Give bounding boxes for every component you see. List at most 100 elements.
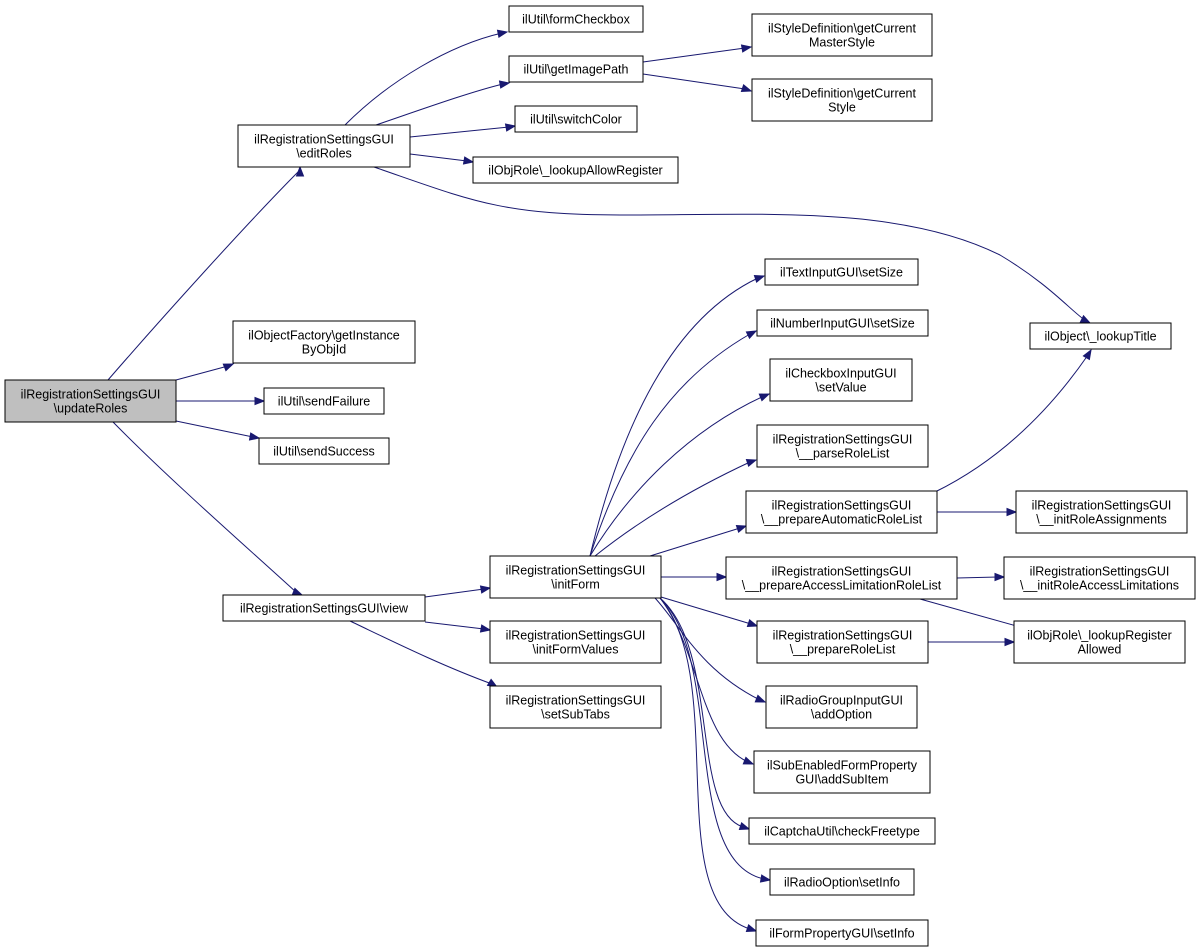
node-box (232, 320, 416, 364)
arrowhead (222, 363, 235, 372)
node-initForm[interactable]: ilRegistrationSettingsGUI\initForm (489, 555, 662, 599)
arrowhead (1079, 314, 1092, 324)
arrowhead (738, 821, 751, 831)
node-editRoles[interactable]: ilRegistrationSettingsGUI\editRoles (237, 124, 411, 168)
node-updateRoles[interactable]: ilRegistrationSettingsGUI\updateRoles (4, 379, 177, 423)
edge-initForm-parseRoleList (594, 458, 758, 557)
node-label: ilRadioGroupInputGUI (780, 694, 903, 708)
edge-prepareAutomaticRoleList-lookupTitle (934, 348, 1092, 493)
edge-line (659, 597, 744, 828)
arrowhead (740, 44, 753, 53)
edge-line (659, 597, 751, 930)
node-label: Allowed (1078, 643, 1122, 657)
edge-line (659, 597, 749, 763)
arrowhead (740, 83, 753, 93)
edge-line (654, 597, 761, 701)
node-label: GUI\addSubItem (795, 773, 888, 787)
node-label: \__parseRoleList (796, 447, 890, 461)
arrowhead (745, 923, 758, 933)
node-label: ilObjRole\_lookupAllowRegister (488, 164, 662, 178)
node-formCheckbox[interactable]: ilUtil\formCheckbox (508, 5, 644, 33)
node-switchColor[interactable]: ilUtil\switchColor (514, 105, 638, 133)
node-label: ilCheckboxInputGUI (785, 367, 896, 381)
node-box (751, 13, 933, 57)
edge-editRoles-lookupTitle (373, 166, 1092, 324)
edge-line (344, 32, 503, 126)
node-textSetSize[interactable]: ilTextInputGUI\setSize (764, 258, 919, 286)
node-label: ilUtil\formCheckbox (522, 13, 630, 27)
edge-initForm-radioAddOption (654, 597, 767, 703)
edge-line (649, 527, 741, 557)
arrowhead (758, 393, 771, 402)
edge-line (642, 47, 746, 63)
edge-updateRoles-getInstanceByObjId (175, 363, 235, 381)
node-label: \initForm (551, 578, 600, 592)
node-view[interactable]: ilRegistrationSettingsGUI\view (222, 594, 426, 622)
node-label: ilRegistrationSettingsGUI (506, 564, 646, 578)
node-box (756, 620, 929, 664)
edge-line (107, 169, 301, 381)
node-box (745, 490, 938, 534)
node-parseRoleList[interactable]: ilRegistrationSettingsGUI\__parseRoleLis… (756, 424, 929, 468)
node-label: ilObjRole\_lookupRegister (1027, 629, 1172, 643)
node-box (489, 555, 662, 599)
node-label: \addOption (811, 708, 872, 722)
edge-line (424, 588, 485, 598)
node-box (751, 78, 933, 122)
node-prepareAutomaticRoleList[interactable]: ilRegistrationSettingsGUI\__prepareAutom… (745, 490, 938, 534)
arrowhead (745, 458, 758, 468)
edge-getImagePath-getCurrentMasterStyle (642, 44, 753, 63)
node-label: ilFormPropertyGUI\setInfo (769, 927, 914, 941)
node-label: ilUtil\sendFailure (278, 395, 370, 409)
node-prepareAccessLimitationRoleList[interactable]: ilRegistrationSettingsGUI\__prepareAcces… (725, 556, 958, 600)
node-label: \__prepareAccessLimitationRoleList (742, 579, 942, 593)
node-setSubTabs[interactable]: ilRegistrationSettingsGUI\setSubTabs (489, 685, 662, 729)
node-lookupTitle[interactable]: ilObject\_lookupTitle (1029, 322, 1172, 350)
node-box (4, 379, 177, 423)
node-initFormValues[interactable]: ilRegistrationSettingsGUI\initFormValues (489, 620, 662, 664)
arrowhead (504, 123, 517, 132)
edge-prepareAccessLimitationRoleList-initRoleAccessLimitations (956, 572, 1006, 582)
node-label: ilRegistrationSettingsGUI (1030, 565, 1170, 579)
node-prepareRoleList[interactable]: ilRegistrationSettingsGUI\__prepareRoleL… (756, 620, 929, 664)
node-label: MasterStyle (809, 36, 875, 50)
node-checkboxSetValue[interactable]: ilCheckboxInputGUI\setValue (769, 358, 913, 402)
node-numberSetSize[interactable]: ilNumberInputGUI\setSize (756, 309, 929, 337)
node-label: ilUtil\switchColor (530, 113, 622, 127)
node-lookupAllowRegister[interactable]: ilObjRole\_lookupAllowRegister (472, 156, 679, 184)
node-box (514, 105, 638, 133)
edge-view-initForm (424, 585, 492, 598)
node-radioAddOption[interactable]: ilRadioGroupInputGUI\addOption (765, 685, 918, 729)
edge-prepareAccessLimitationRoleList-lookupRegisterAllowed (919, 598, 1027, 631)
node-getImagePath[interactable]: ilUtil\getImagePath (508, 55, 644, 83)
node-label: ilUtil\getImagePath (524, 63, 629, 77)
node-box (769, 358, 913, 402)
node-checkFreetype[interactable]: ilCaptchaUtil\checkFreetype (748, 817, 936, 845)
arrowhead (753, 274, 766, 284)
node-box (263, 387, 385, 415)
node-label: ilRegistrationSettingsGUI\view (240, 602, 409, 616)
edge-initForm-textSetSize (589, 274, 766, 557)
edge-line (409, 153, 468, 162)
node-box (1003, 556, 1196, 600)
node-label: \setValue (815, 381, 866, 395)
node-initRoleAccessLimitations[interactable]: ilRegistrationSettingsGUI\__initRoleAcce… (1003, 556, 1196, 600)
edge-editRoles-lookupAllowRegister (409, 153, 475, 165)
node-initRoleAssignments[interactable]: ilRegistrationSettingsGUI\__initRoleAssi… (1015, 490, 1188, 534)
edge-line (424, 621, 485, 630)
arrowhead (759, 874, 772, 883)
node-sendSuccess[interactable]: ilUtil\sendSuccess (258, 437, 390, 465)
node-label: ilRegistrationSettingsGUI (506, 694, 646, 708)
node-radioSetInfo[interactable]: ilRadioOption\setInfo (769, 868, 915, 896)
node-sendFailure[interactable]: ilUtil\sendFailure (263, 387, 385, 415)
node-formSetInfo[interactable]: ilFormPropertyGUI\setInfo (755, 919, 929, 947)
node-box (489, 620, 662, 664)
node-label: \setSubTabs (541, 708, 610, 722)
node-label: ilObject\_lookupTitle (1044, 330, 1156, 344)
edge-line (594, 461, 751, 557)
